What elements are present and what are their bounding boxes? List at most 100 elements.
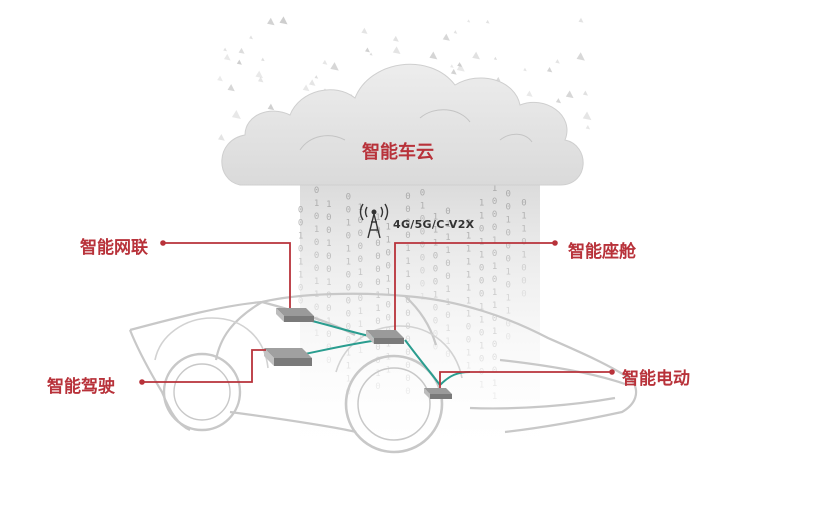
binary-digit: 0 xyxy=(346,297,351,307)
binary-digit: 0 xyxy=(506,203,511,213)
particle xyxy=(582,90,588,96)
particle xyxy=(369,52,373,56)
binary-digit: 0 xyxy=(326,252,331,262)
binary-digit: 1 xyxy=(326,200,331,210)
binary-digit: 1 xyxy=(479,303,484,313)
particle xyxy=(450,68,457,75)
particle xyxy=(236,59,242,65)
binary-digit: 1 xyxy=(479,199,484,209)
binary-digit: 1 xyxy=(466,231,471,241)
binary-digit: 1 xyxy=(445,246,450,256)
binary-digit: 1 xyxy=(314,225,319,235)
binary-digit: 1 xyxy=(521,225,526,235)
binary-digit: 1 xyxy=(466,361,471,371)
binary-digit: 1 xyxy=(466,296,471,306)
binary-digit: 1 xyxy=(405,244,410,254)
binary-digit: 0 xyxy=(405,192,410,202)
ecu-wireless-link xyxy=(276,308,314,322)
binary-digit: 1 xyxy=(375,304,380,314)
binary-digit: 1 xyxy=(405,257,410,267)
binary-digit: 0 xyxy=(492,275,497,285)
particle xyxy=(546,67,553,73)
binary-digit: 1 xyxy=(386,366,391,376)
binary-digit: 1 xyxy=(314,329,319,339)
particle xyxy=(429,51,438,60)
binary-digit: 1 xyxy=(479,342,484,352)
binary-digit: 0 xyxy=(492,197,497,207)
binary-digit: 0 xyxy=(375,239,380,249)
cloud-shape xyxy=(221,63,584,186)
binary-digit: 0 xyxy=(479,277,484,287)
binary-digit: 0 xyxy=(492,366,497,376)
binary-digit: 0 xyxy=(420,241,425,251)
binary-digit: 0 xyxy=(405,296,410,306)
binary-digit: 0 xyxy=(479,225,484,235)
binary-digit: 1 xyxy=(466,348,471,358)
binary-digit: 0 xyxy=(405,283,410,293)
binary-digit: 1 xyxy=(466,283,471,293)
binary-digit: 0 xyxy=(521,277,526,287)
binary-digit: 1 xyxy=(479,251,484,261)
binary-digit: 0 xyxy=(346,206,351,216)
particle xyxy=(249,35,253,40)
binary-digit: 0 xyxy=(314,264,319,274)
particle xyxy=(493,56,498,60)
binary-digit: 0 xyxy=(326,226,331,236)
binary-digit: 1 xyxy=(506,294,511,304)
particle xyxy=(578,17,584,23)
binary-digit: 0 xyxy=(346,193,351,203)
binary-digit: 0 xyxy=(314,303,319,313)
binary-digit: 1 xyxy=(386,236,391,246)
binary-digit: 0 xyxy=(375,278,380,288)
binary-digit: 1 xyxy=(358,346,363,356)
binary-digit: 1 xyxy=(314,277,319,287)
binary-digit: 0 xyxy=(479,264,484,274)
binary-digit: 1 xyxy=(521,212,526,222)
particle xyxy=(442,33,450,41)
front-wheel xyxy=(344,354,444,454)
binary-digit: 1 xyxy=(492,301,497,311)
particle xyxy=(582,111,592,121)
binary-digit: 1 xyxy=(445,337,450,347)
binary-digit: 0 xyxy=(420,254,425,264)
label-electric-drive: 智能电动 xyxy=(622,369,690,389)
binary-digit: 1 xyxy=(521,251,526,261)
particle xyxy=(238,47,245,54)
binary-digit: 0 xyxy=(405,387,410,397)
particle xyxy=(526,90,533,97)
binary-digit: 0 xyxy=(346,310,351,320)
binary-digit: 0 xyxy=(405,218,410,228)
binary-digit: 0 xyxy=(466,322,471,332)
binary-digit: 1 xyxy=(445,285,450,295)
binary-digit: 0 xyxy=(405,374,410,384)
binary-digit: 1 xyxy=(479,381,484,391)
binary-digit: 0 xyxy=(445,272,450,282)
particle xyxy=(555,59,560,64)
binary-digit: 0 xyxy=(298,296,303,306)
particle xyxy=(231,110,241,119)
binary-digit: 0 xyxy=(420,228,425,238)
binary-digit: 1 xyxy=(358,307,363,317)
leader-dots xyxy=(139,240,615,385)
particle xyxy=(392,46,401,55)
binary-digit: 1 xyxy=(433,226,438,236)
binary-digit: 1 xyxy=(492,379,497,389)
binary-digit: 0 xyxy=(420,280,425,290)
binary-digit: 0 xyxy=(358,294,363,304)
binary-digit: 0 xyxy=(375,343,380,353)
network-label: 4G/5G/C-V2X xyxy=(393,218,475,231)
binary-digit: 0 xyxy=(326,343,331,353)
binary-digit: 0 xyxy=(506,255,511,265)
binary-digit: 0 xyxy=(506,281,511,291)
binary-digit: 1 xyxy=(506,268,511,278)
binary-digit: 1 xyxy=(433,213,438,223)
binary-digit: 0 xyxy=(375,356,380,366)
particle xyxy=(392,35,399,42)
particle xyxy=(223,47,227,52)
binary-digit: 1 xyxy=(346,219,351,229)
binary-digit: 1 xyxy=(346,258,351,268)
binary-digit: 1 xyxy=(466,270,471,280)
binary-digit: 0 xyxy=(405,231,410,241)
binary-digit: 1 xyxy=(492,236,497,246)
particle xyxy=(322,59,328,65)
